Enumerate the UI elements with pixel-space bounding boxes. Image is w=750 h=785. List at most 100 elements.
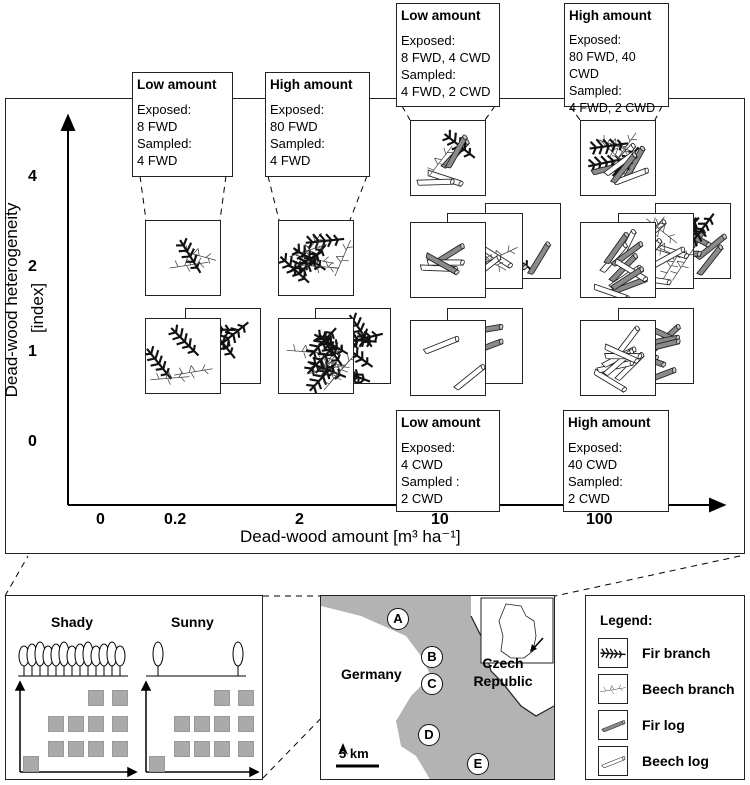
plot-square (112, 741, 128, 757)
plot-low-mixed-top (410, 120, 486, 196)
plot-square (88, 716, 104, 732)
legend-label: Beech branch (642, 681, 735, 697)
legend: Legend: Fir branch Beech branch Fir log … (585, 595, 745, 780)
exposed-label: Exposed: (137, 102, 192, 117)
canopy-panel: Shady Sunny (5, 595, 263, 780)
exposed-value: 4 CWD (401, 457, 443, 472)
exposed-label: Exposed: (401, 33, 456, 48)
legend-title: Legend: (600, 613, 653, 628)
beech-branch-icon (598, 674, 628, 704)
x-tick: 2 (295, 511, 304, 528)
legend-item-fir-branch: Fir branch (598, 638, 710, 668)
callout-title: High amount (568, 415, 651, 430)
callout-high-mixed: High amount Exposed: 80 FWD, 40 CWD Samp… (564, 3, 669, 115)
sampled-value: 2 CWD (568, 491, 610, 506)
plot-high-mixed-front (580, 222, 656, 298)
fir-branch-icon (598, 638, 628, 668)
germany-label: Germany (341, 666, 402, 682)
x-tick: 10 (431, 511, 449, 528)
czech-label: Czech Republic (473, 655, 533, 689)
plot-square (88, 741, 104, 757)
y-axis-label: Dead-wood heterogeneity (2, 202, 21, 398)
plot-high-fwd-single (278, 220, 354, 296)
sampled-value: 2 CWD (401, 491, 443, 506)
y-tick: 1 (28, 343, 37, 360)
legend-label: Fir branch (642, 645, 711, 661)
plot-square (112, 716, 128, 732)
plot-square (48, 741, 64, 757)
sampled-label: Sampled : (401, 474, 460, 489)
x-tick: 100 (586, 511, 613, 528)
exposed-value: 80 FWD (270, 119, 318, 134)
sampled-label: Sampled: (569, 84, 622, 98)
site-marker-a[interactable]: A (387, 608, 409, 630)
callout-title: Low amount (137, 77, 217, 92)
exposed-value: 8 FWD (137, 119, 178, 134)
sampled-value: 4 FWD, 2 CWD (401, 84, 491, 99)
plot-low-fwd-single (145, 220, 221, 296)
plot-square (68, 741, 84, 757)
site-marker-c[interactable]: C (421, 673, 443, 695)
plot-square (238, 741, 254, 757)
site-marker-d[interactable]: D (418, 724, 440, 746)
beech-log-icon (598, 746, 628, 776)
plot-square (194, 716, 210, 732)
scale-label: 5 km (339, 746, 369, 761)
plot-high-mixed-top (580, 120, 656, 196)
plot-square (214, 741, 230, 757)
callout-title: Low amount (401, 8, 481, 23)
fir-log-icon (598, 710, 628, 740)
sampled-label: Sampled: (568, 474, 623, 489)
plot-square (238, 690, 254, 706)
x-axis-label: Dead-wood amount [m³ ha⁻¹] (240, 527, 461, 546)
plot-square (48, 716, 64, 732)
sampled-value: 4 FWD (270, 153, 311, 168)
sampled-value: 4 FWD (137, 153, 178, 168)
callout-title: High amount (569, 8, 652, 23)
exposed-value: 80 FWD, 40 CWD (569, 50, 636, 81)
sampled-label: Sampled: (401, 67, 456, 82)
plot-low-mixed-front (410, 222, 486, 298)
plot-high-cwd-front (580, 320, 656, 396)
exposed-label: Exposed: (270, 102, 325, 117)
legend-item-beech-log: Beech log (598, 746, 709, 776)
site-marker-e[interactable]: E (467, 753, 489, 775)
sunny-label: Sunny (171, 614, 214, 630)
x-tick: 0.2 (164, 511, 187, 528)
exposed-value: 40 CWD (568, 457, 618, 472)
callout-title: Low amount (401, 415, 481, 430)
x-tick: 0 (96, 511, 105, 528)
exposed-label: Exposed: (401, 440, 456, 455)
plot-square (88, 690, 104, 706)
plot-low-cwd-front (410, 320, 486, 396)
exposed-label: Exposed: (569, 33, 622, 47)
plot-square (238, 716, 254, 732)
sampled-label: Sampled: (270, 136, 325, 151)
shady-label: Shady (51, 614, 94, 630)
y-tick: 2 (28, 258, 37, 275)
exposed-value: 8 FWD, 4 CWD (401, 50, 491, 65)
y-tick: 0 (28, 433, 37, 450)
plot-square (174, 716, 190, 732)
plot-square (68, 716, 84, 732)
plot-square (194, 741, 210, 757)
site-marker-b[interactable]: B (421, 646, 443, 668)
plot-square (149, 756, 165, 772)
plot-low-fwd-front (145, 318, 221, 394)
plot-square (214, 716, 230, 732)
callout-title: High amount (270, 77, 353, 92)
callout-high-cwd: High amount Exposed: 40 CWD Sampled: 2 C… (563, 410, 669, 512)
exposed-label: Exposed: (568, 440, 623, 455)
callout-high-fwd: High amount Exposed: 80 FWD Sampled: 4 F… (265, 72, 370, 177)
sampled-value: 4 FWD, 2 CWD (569, 101, 656, 115)
callout-low-fwd: Low amount Exposed: 8 FWD Sampled: 4 FWD (132, 72, 233, 177)
legend-label: Beech log (642, 753, 709, 769)
legend-label: Fir log (642, 717, 685, 733)
callout-low-cwd: Low amount Exposed: 4 CWD Sampled : 2 CW… (396, 410, 500, 512)
plot-square (214, 690, 230, 706)
y-tick: 4 (28, 168, 37, 185)
callout-low-mixed: Low amount Exposed: 8 FWD, 4 CWD Sampled… (396, 3, 500, 107)
plot-square (174, 741, 190, 757)
sampled-label: Sampled: (137, 136, 192, 151)
